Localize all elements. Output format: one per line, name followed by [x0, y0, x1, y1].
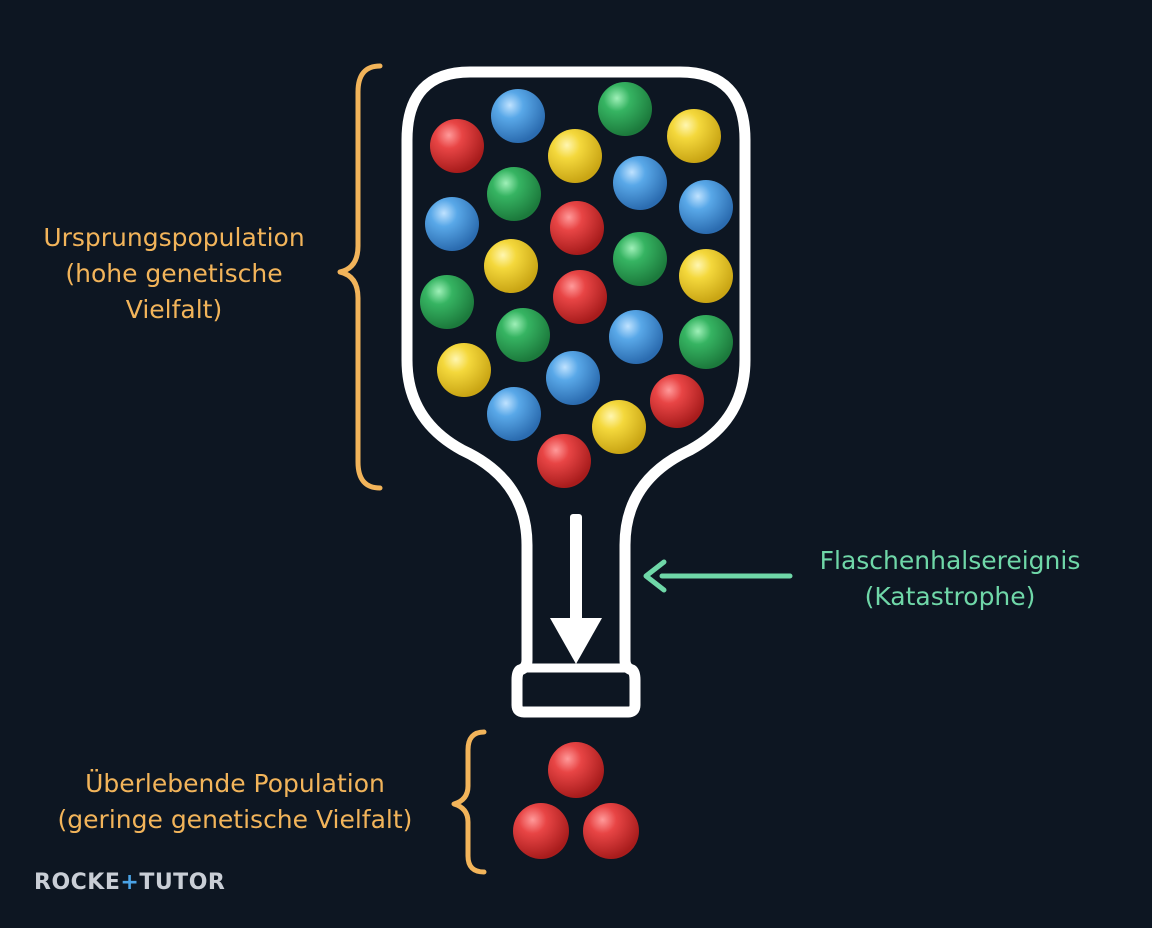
marble-icon — [513, 803, 569, 859]
surviving-population-label: Überlebende Population (geringe genetisc… — [20, 766, 450, 838]
label-line: Vielfalt) — [125, 295, 223, 324]
label-line: (Katastrophe) — [864, 582, 1036, 611]
label-line: Ursprungspopulation — [43, 223, 305, 252]
marble-icon — [430, 119, 484, 173]
marble-icon — [484, 239, 538, 293]
marble-icon — [598, 82, 652, 136]
original-population-label: Ursprungspopulation (hohe genetische Vie… — [14, 220, 334, 328]
marble-icon — [679, 249, 733, 303]
marble-icon — [491, 89, 545, 143]
label-line: (hohe genetische — [65, 259, 283, 288]
marble-icon — [679, 180, 733, 234]
marble-icon — [496, 308, 550, 362]
marble-icon — [548, 129, 602, 183]
marble-icon — [537, 434, 591, 488]
marble-icon — [553, 270, 607, 324]
logo-plus: + — [120, 870, 140, 895]
marble-icon — [546, 351, 600, 405]
bottleneck-event-label: Flaschenhalsereignis (Katastrophe) — [790, 543, 1110, 615]
logo: ROCKE+TUTOR — [34, 870, 225, 895]
marble-icon — [613, 156, 667, 210]
curly-brace-icon — [337, 63, 383, 491]
curly-brace-icon — [451, 729, 487, 875]
marble-icon — [667, 109, 721, 163]
label-line: Flaschenhalsereignis — [819, 546, 1081, 575]
marble-icon — [679, 315, 733, 369]
marble-icon — [613, 232, 667, 286]
label-line: Überlebende Population — [85, 769, 385, 798]
marble-icon — [609, 310, 663, 364]
marble-icon — [487, 167, 541, 221]
marble-icon — [437, 343, 491, 397]
marble-icon — [650, 374, 704, 428]
original-population — [420, 82, 733, 488]
marble-icon — [592, 400, 646, 454]
marble-icon — [583, 803, 639, 859]
marble-icon — [548, 742, 604, 798]
surviving-population — [513, 742, 639, 859]
logo-text-right: TUTOR — [139, 870, 226, 895]
left-arrow-icon — [643, 559, 793, 593]
marble-icon — [487, 387, 541, 441]
marble-icon — [550, 201, 604, 255]
down-arrow-icon — [550, 514, 602, 664]
marble-icon — [425, 197, 479, 251]
logo-text-left: ROCKE — [34, 870, 121, 895]
label-line: (geringe genetische Vielfalt) — [57, 805, 413, 834]
marble-icon — [420, 275, 474, 329]
bottle-outline — [401, 66, 751, 718]
